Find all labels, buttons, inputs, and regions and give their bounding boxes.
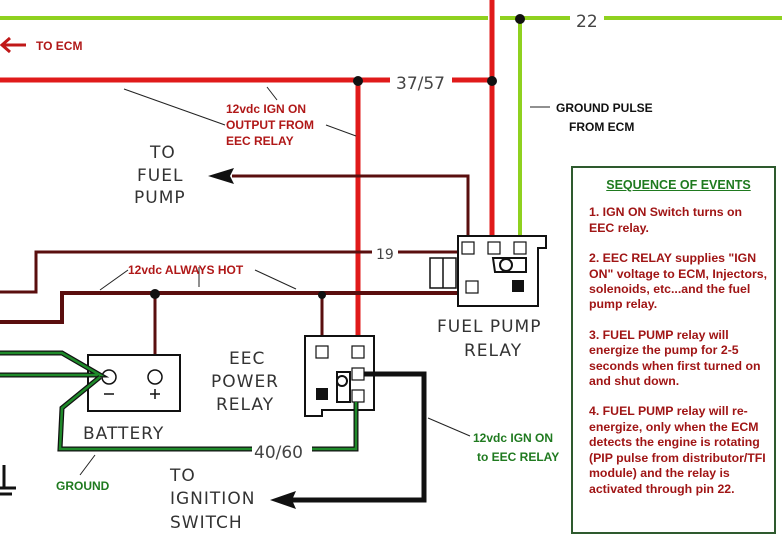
sequence-step: 4. FUEL PUMP relay will re-energize, onl… bbox=[589, 404, 766, 496]
sequence-of-events-panel: SEQUENCE OF EVENTS 1. IGN ON Switch turn… bbox=[571, 166, 776, 534]
sequence-step: 1. IGN ON Switch turns on EEC relay. bbox=[589, 205, 743, 235]
junction-dot bbox=[150, 289, 160, 299]
arrow-left-icon bbox=[270, 491, 296, 509]
ground-label: GROUND bbox=[56, 479, 110, 493]
fuel-pump-wire bbox=[208, 168, 470, 245]
wire-19 bbox=[0, 250, 468, 294]
ign-on-output-label: 12vdc IGN ON OUTPUT FROM EEC RELAY bbox=[226, 102, 317, 148]
wire-number-19: 19 bbox=[376, 247, 394, 263]
sequence-title: SEQUENCE OF EVENTS bbox=[606, 178, 751, 192]
ground-wire bbox=[0, 350, 359, 452]
to-fuel-pump-label: TO FUEL PUMP bbox=[134, 143, 190, 208]
ignition-switch-wire bbox=[270, 371, 427, 509]
to-ignition-switch-label: TO IGNITION SWITCH bbox=[169, 466, 262, 533]
to-ecm-arrow-icon bbox=[0, 36, 26, 54]
battery-label: BATTERY bbox=[83, 424, 164, 444]
junction-dot bbox=[318, 291, 326, 299]
junction-dot bbox=[515, 14, 525, 24]
ign-on-output-wire bbox=[0, 0, 497, 350]
eec-power-relay-label: EEC POWER RELAY bbox=[211, 349, 285, 415]
wire-number-22: 22 bbox=[576, 12, 598, 32]
fuel-pump-relay-label: FUEL PUMP RELAY bbox=[437, 317, 548, 361]
wire-number-40-60: 40/60 bbox=[254, 443, 303, 463]
sequence-step: 2. EEC RELAY supplies "IGN ON" voltage t… bbox=[589, 251, 768, 312]
junction-dot bbox=[487, 76, 497, 86]
battery bbox=[87, 354, 181, 412]
to-ecm-label: TO ECM bbox=[36, 39, 82, 53]
wire-number-37-57: 37/57 bbox=[396, 74, 445, 94]
sequence-step: 3. FUEL PUMP relay will energize the pum… bbox=[589, 327, 761, 389]
ground-pulse-wire bbox=[0, 14, 782, 242]
junction-dot bbox=[353, 76, 363, 86]
ground-pulse-label: GROUND PULSE FROM ECM bbox=[556, 101, 656, 134]
arrow-left-icon bbox=[208, 168, 234, 184]
eec-power-relay bbox=[304, 335, 375, 417]
ign-on-to-eec-label: 12vdc IGN ON to EEC RELAY bbox=[473, 431, 559, 464]
fuel-pump-relay bbox=[429, 235, 547, 307]
leader-lines bbox=[79, 86, 550, 476]
ground-symbol-icon bbox=[0, 465, 16, 496]
always-hot-label: 12vdc ALWAYS HOT bbox=[128, 263, 244, 277]
